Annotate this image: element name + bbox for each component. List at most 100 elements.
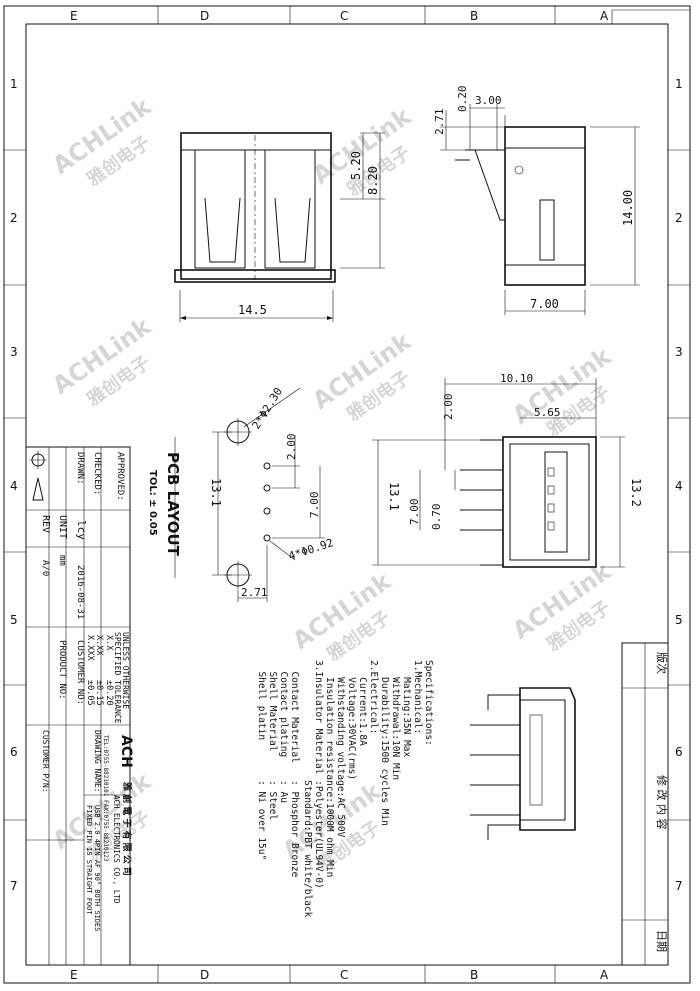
iso-view bbox=[470, 687, 576, 840]
spec-line: 2.Electrical: bbox=[368, 660, 379, 734]
zone-letter: C bbox=[340, 9, 348, 23]
dim-label: 2.00 bbox=[442, 394, 455, 421]
zone-numbers-right: 1 2 3 4 5 6 7 bbox=[675, 77, 683, 893]
dim-label: 5.20 bbox=[349, 151, 363, 180]
spec-line: Insulation resistance:1000M ohm Min bbox=[324, 660, 335, 877]
spec-line: Shell platin : Ni over 15u" bbox=[256, 660, 267, 860]
spec-line: Shell Material : Steel bbox=[267, 660, 278, 820]
zone-letters-top: E D C B A bbox=[70, 9, 609, 23]
spec-line: Specifications: bbox=[423, 660, 434, 746]
zone-letter: E bbox=[70, 9, 78, 23]
company-contact: TEL:0755-88210101 FAX:0755-88210123 bbox=[102, 735, 109, 862]
zone-letter: C bbox=[340, 968, 348, 982]
spec-line: Withdrawal:10N Min bbox=[390, 660, 401, 780]
zone-letter: B bbox=[470, 968, 478, 982]
product-description: FIXED PIN IS STRAIGHT FOOT bbox=[85, 805, 93, 915]
watermark: ACHLink 雅创电子 bbox=[507, 557, 616, 656]
outer-frame bbox=[3, 5, 691, 984]
tongue bbox=[544, 451, 568, 553]
dim-label: 7.00 bbox=[408, 499, 421, 526]
zone-numbers-left: 1 2 3 4 5 6 7 bbox=[10, 77, 18, 893]
spec-line: Standard:PBT white/black bbox=[302, 660, 313, 918]
company-name-en: ACH ELECTRONICS CO., LTD bbox=[112, 795, 121, 904]
zone-number: 5 bbox=[10, 613, 18, 627]
top-view-body bbox=[180, 132, 332, 280]
dim-label: 13.1 bbox=[387, 482, 401, 511]
customer-no-label: CUSTOMER NO: bbox=[75, 640, 85, 705]
dim-label: 3.00 bbox=[475, 94, 502, 107]
watermark: ACHLink 雅创电子 bbox=[507, 342, 616, 441]
zone-number: 4 bbox=[675, 479, 683, 493]
zone-number: 5 bbox=[675, 613, 683, 627]
tol-key: X.X bbox=[104, 635, 114, 651]
tol-value: ±0.20 bbox=[104, 680, 114, 706]
dim-label: 2*Φ2.30 bbox=[250, 385, 286, 431]
tol-heading: SPECIFIED TOLERANCE bbox=[113, 632, 122, 724]
dim-label: 2.00 bbox=[285, 434, 298, 461]
rev-label: REV bbox=[40, 515, 51, 533]
watermark: ACHLink 雅创电子 bbox=[307, 327, 416, 426]
revision-table: 版次 修 改 内 容 日期 bbox=[621, 642, 669, 966]
zone-letter: D bbox=[200, 9, 209, 23]
watermark: ACHLink 雅创电子 bbox=[47, 312, 156, 411]
zone-number: 2 bbox=[675, 211, 683, 225]
dim-label: 13.1 bbox=[209, 478, 223, 507]
zone-number: 1 bbox=[675, 77, 683, 91]
spec-line: 3.Insulator Material :Polyester(UL94V-0) bbox=[313, 660, 324, 889]
checked-label: CHECKED: bbox=[92, 452, 102, 495]
tol-value: ±0.05 bbox=[85, 680, 95, 706]
company-logo: ACH bbox=[118, 735, 134, 768]
zone-letter: E bbox=[70, 968, 78, 982]
drawn-label: DRAWN: bbox=[75, 452, 85, 485]
zone-letter: D bbox=[200, 968, 209, 982]
zone-number: 6 bbox=[10, 745, 18, 759]
dim-label: 0.70 bbox=[430, 504, 443, 531]
rev-value: A/0 bbox=[40, 560, 50, 576]
pin-holes bbox=[263, 462, 271, 542]
tol-heading: UNLESS OTHERWISE bbox=[121, 632, 130, 709]
front-view: 10.10 5.65 2.00 7.00 0.70 13.1 13.2 bbox=[372, 372, 643, 568]
zone-letter: B bbox=[470, 9, 478, 23]
spec-line: Contact plating : Au bbox=[278, 660, 289, 803]
spec-line: Current:1.8A bbox=[357, 660, 368, 746]
product-no-label: PRODUCT NO: bbox=[57, 640, 67, 700]
zone-number: 3 bbox=[10, 345, 18, 359]
dim-label: 2.71 bbox=[433, 109, 446, 136]
product-description: USB 2.0 4PIN AF 90° BOTH SIDES bbox=[93, 805, 101, 931]
zone-letter: A bbox=[600, 968, 609, 982]
dim-label: 5.65 bbox=[534, 406, 561, 419]
dim-label: 14.00 bbox=[621, 190, 635, 226]
dim-label: 10.10 bbox=[500, 372, 533, 385]
zone-number: 3 bbox=[675, 345, 683, 359]
dim-label: 4*Φ0.92 bbox=[287, 536, 335, 563]
rev-col-version: 版次 bbox=[655, 652, 669, 674]
front-view-shell bbox=[502, 436, 597, 568]
dim-label: 8.20 bbox=[366, 166, 380, 195]
zone-number: 2 bbox=[10, 211, 18, 225]
zone-number: 4 bbox=[10, 479, 18, 493]
title-block: APPROVED: CHECKED: DRAWN: lcy 2016-08-31… bbox=[25, 446, 134, 966]
unit-value: mm bbox=[57, 555, 67, 566]
zone-number: 1 bbox=[10, 77, 18, 91]
zone-letters-bottom: E D C B A bbox=[70, 968, 609, 982]
dim-label: 0.20 bbox=[456, 86, 469, 113]
zone-number: 7 bbox=[675, 879, 683, 893]
rev-col-date: 日期 bbox=[655, 930, 668, 952]
company-name-cn: 雅 創 電 子 有 限 公 司 bbox=[121, 781, 133, 876]
dim-label: 7.00 bbox=[530, 297, 559, 311]
pcb-tolerance: TOL: ± 0.05 bbox=[147, 470, 158, 536]
corner-mark bbox=[611, 9, 690, 24]
tol-value: ±0.15 bbox=[94, 680, 104, 706]
zone-number: 6 bbox=[675, 745, 683, 759]
spec-line: Voltage:30VAC(rms) bbox=[346, 660, 357, 780]
spec-line: Contact Material : Phosphor Bronze bbox=[289, 660, 300, 878]
drawing-name-label: DRAWING NAME: bbox=[93, 730, 102, 793]
specifications: Specifications: 1.Mechanical: Mating:35N… bbox=[256, 660, 434, 918]
pcb-layout: PCB LAYOUT TOL: ± 0.05 13.1 2*Φ2.30 2.00… bbox=[147, 385, 335, 602]
approved-label: APPROVED: bbox=[115, 452, 125, 501]
zone-number: 7 bbox=[10, 879, 18, 893]
drawn-date: 2016-08-31 bbox=[75, 565, 85, 619]
unit-label: UNIT bbox=[57, 515, 68, 539]
zone-letter: A bbox=[600, 9, 609, 23]
